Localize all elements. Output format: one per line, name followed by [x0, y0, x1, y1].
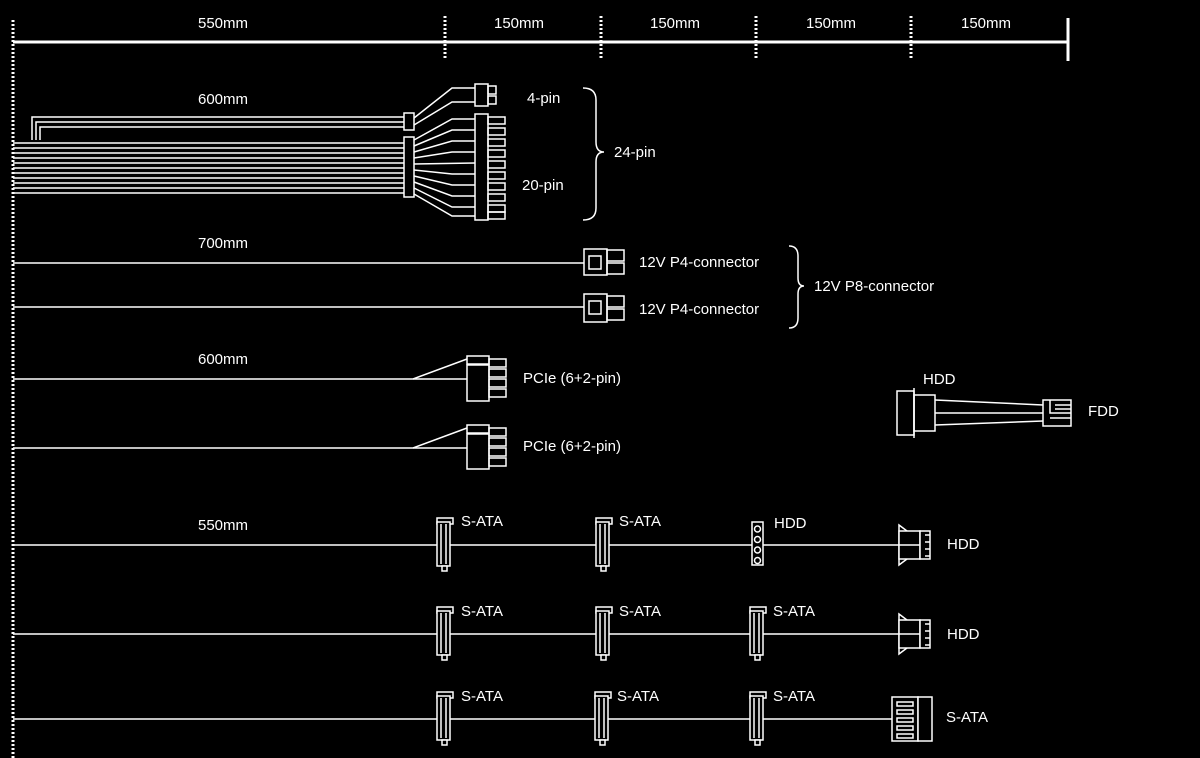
- label-pcie-b: PCIe (6+2-pin): [523, 438, 621, 455]
- sata-connector: [436, 691, 454, 746]
- connector-4pin: [474, 83, 489, 107]
- ruler-label-seg4: 150mm: [806, 15, 857, 32]
- label-adapter-fdd: FDD: [1088, 403, 1119, 420]
- periph3-label-1: S-ATA: [461, 688, 503, 705]
- eps-cable: [13, 245, 805, 329]
- atx-cable: [13, 83, 605, 221]
- label-p4-a: 12V P4-connector: [639, 254, 760, 271]
- label-p8: 12V P8-connector: [814, 278, 935, 295]
- periph1-label-4: HDD: [947, 536, 980, 553]
- sata-connector: [595, 606, 613, 661]
- label-pcie-a: PCIe (6+2-pin): [523, 370, 621, 387]
- hdd-fdd-adapter: [896, 388, 1072, 438]
- sata-connector: [436, 606, 454, 661]
- periph1-label-1: S-ATA: [461, 513, 503, 530]
- connector-20pin: [474, 113, 489, 221]
- periph2-label-4: HDD: [947, 626, 980, 643]
- sleeve-20pin: [403, 136, 415, 198]
- periph1-label-3: HDD: [774, 515, 807, 532]
- periph3-label-4: S-ATA: [946, 709, 988, 726]
- eps-length-label: 700mm: [198, 235, 249, 252]
- periph1-length-label: 550mm: [198, 517, 249, 534]
- pcie-cable: [13, 355, 507, 470]
- atx-length-label: 600mm: [198, 91, 249, 108]
- sata-connector: [595, 517, 613, 572]
- label-adapter-hdd: HDD: [923, 371, 956, 388]
- periph2-label-3: S-ATA: [773, 603, 815, 620]
- hdd-connector: [898, 523, 931, 567]
- label-4pin: 4-pin: [527, 90, 561, 107]
- sata-connector: [749, 691, 767, 746]
- brace-24pin: [582, 87, 605, 221]
- sata-connector: [436, 517, 454, 572]
- brace-p8: [788, 245, 805, 329]
- periph3-label-3: S-ATA: [773, 688, 815, 705]
- ruler-label-seg3: 150mm: [650, 15, 701, 32]
- sata-connector: [594, 691, 612, 746]
- label-20pin: 20-pin: [522, 177, 564, 194]
- periph2-label-1: S-ATA: [461, 603, 503, 620]
- label-p4-b: 12V P4-connector: [639, 301, 760, 318]
- periph3-label-2: S-ATA: [617, 688, 659, 705]
- pcie-length-label: 600mm: [198, 351, 249, 368]
- sleeve-4pin: [403, 112, 415, 131]
- hdd-connector: [898, 612, 931, 656]
- ruler-ticks: [443, 16, 913, 60]
- label-24pin: 24-pin: [614, 144, 656, 161]
- molex-connector: [751, 521, 764, 566]
- sata-connector: [749, 606, 767, 661]
- periph1-label-2: S-ATA: [619, 513, 661, 530]
- periph2-label-2: S-ATA: [619, 603, 661, 620]
- ruler-label-seg5: 150mm: [961, 15, 1012, 32]
- sata-end-connector: [891, 696, 933, 742]
- ruler-label-seg2: 150mm: [494, 15, 545, 32]
- ruler-label-main: 550mm: [198, 15, 249, 32]
